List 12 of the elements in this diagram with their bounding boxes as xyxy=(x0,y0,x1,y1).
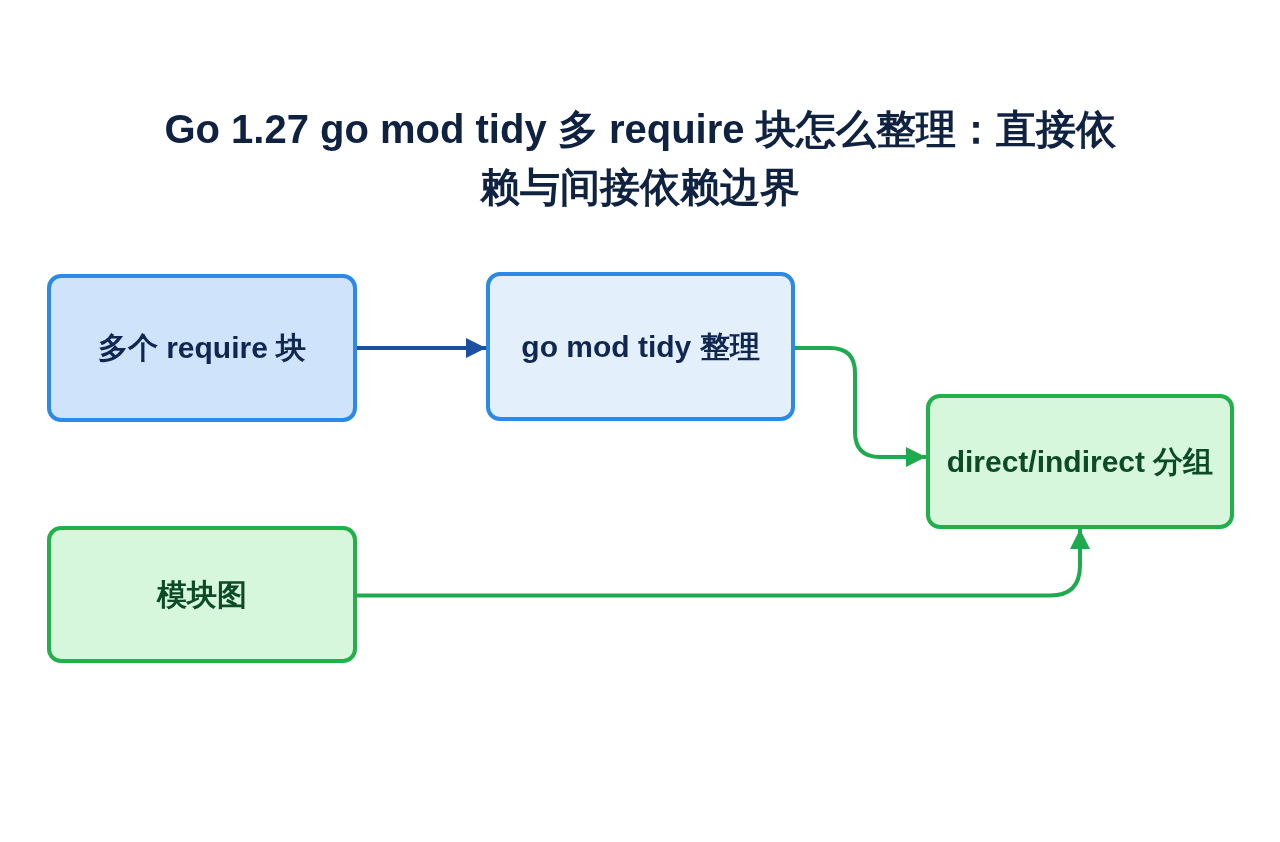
arrow xyxy=(357,338,486,358)
box-label: go mod tidy 整理 xyxy=(521,328,760,365)
box-label: direct/indirect 分组 xyxy=(946,443,1214,480)
process-box xyxy=(486,272,795,421)
process-box xyxy=(926,394,1234,529)
box-label: 模块图 xyxy=(157,576,247,613)
arrow xyxy=(357,529,1090,598)
box-label: 多个 require 块 xyxy=(97,330,307,367)
title: Go 1.27 go mod tidy 多 require 块怎么整理：直接依赖与间接依赖边界 xyxy=(163,106,1117,211)
process-box xyxy=(47,274,357,422)
arrow xyxy=(795,346,926,467)
process-box xyxy=(47,526,357,663)
